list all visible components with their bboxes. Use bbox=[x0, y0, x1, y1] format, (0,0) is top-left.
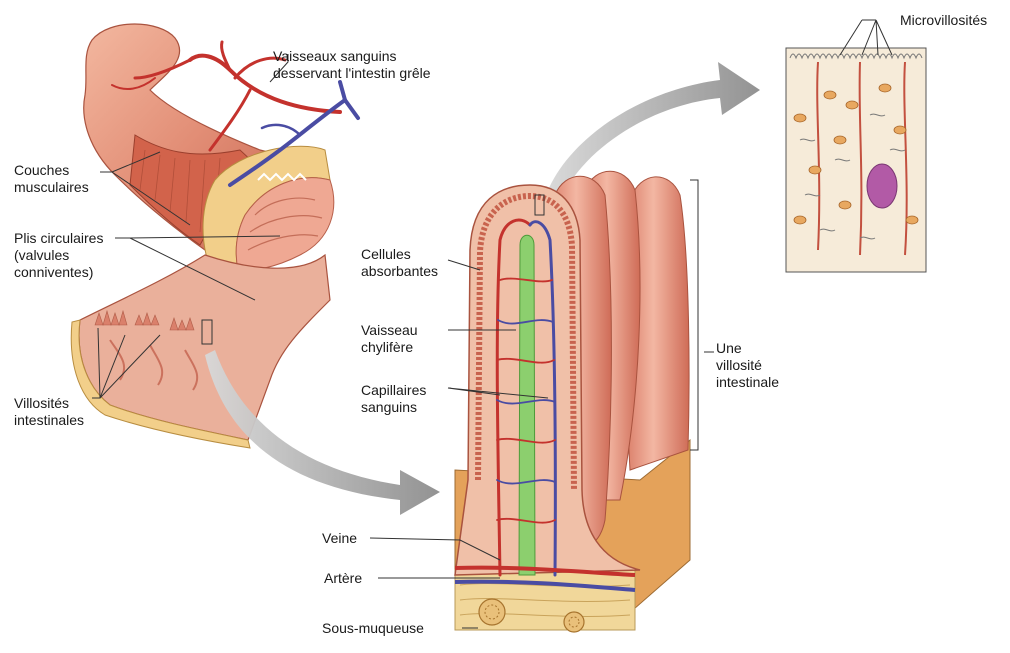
label-vaisseaux-sanguins: Vaisseaux sanguins desservant l'intestin… bbox=[273, 48, 431, 82]
villus-bracket bbox=[690, 180, 698, 450]
label-cellules-absorbantes: Cellules absorbantes bbox=[361, 246, 438, 280]
label-vaisseau-chylifere: Vaisseau chylifère bbox=[361, 322, 418, 356]
label-artere: Artère bbox=[324, 570, 362, 587]
label-sous-muqueuse: Sous-muqueuse bbox=[322, 620, 424, 637]
label-capillaires-sanguins: Capillaires sanguins bbox=[361, 382, 426, 416]
villus-block bbox=[455, 171, 698, 632]
cell-zoom bbox=[786, 20, 926, 272]
intestine-segment bbox=[71, 24, 334, 448]
label-microvillosites: Microvillosités bbox=[900, 12, 987, 29]
label-couches-musculaires: Couches musculaires bbox=[14, 162, 89, 196]
nucleus bbox=[867, 164, 897, 208]
label-villosites-intestinales: Villosités intestinales bbox=[14, 395, 84, 429]
label-plis-circulaires: Plis circulaires (valvules conniventes) bbox=[14, 230, 103, 281]
label-veine: Veine bbox=[322, 530, 357, 547]
label-une-villosite: Une villosité intestinale bbox=[716, 340, 779, 391]
lacteal bbox=[519, 235, 535, 575]
